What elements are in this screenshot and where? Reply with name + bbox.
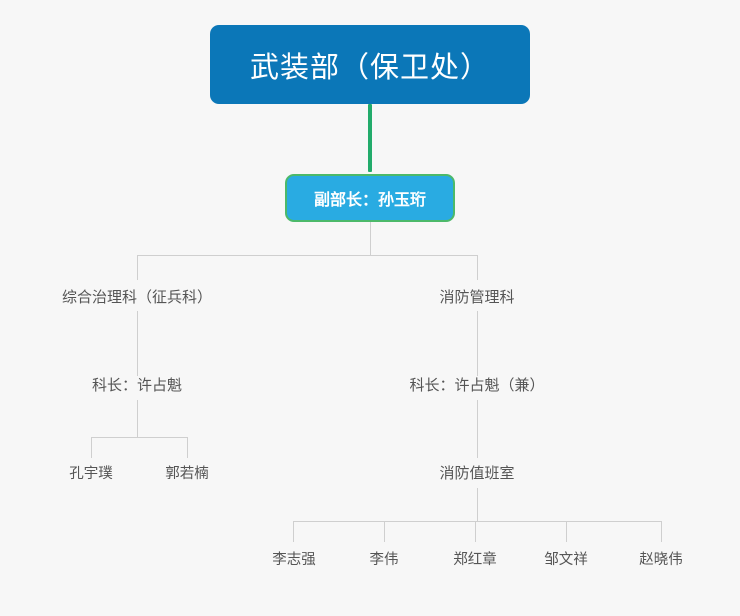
connector-drop-member-2-1: [293, 521, 294, 542]
connector-departments-bar: [137, 255, 478, 256]
connector-dept1-to-chief: [137, 311, 138, 376]
node-member-zheng-hongzhang[interactable]: 郑红章: [453, 552, 497, 568]
connector-chief2-to-duty-room: [477, 400, 478, 458]
node-fire-duty-room[interactable]: 消防值班室: [439, 464, 515, 482]
connector-drop-member-2-5: [661, 521, 662, 542]
connector-deputy-stem: [370, 222, 371, 255]
node-member-guo-ruonan[interactable]: 郭若楠: [165, 466, 209, 482]
connector-drop-member-2-2: [384, 521, 385, 542]
node-member-li-zhiqiang[interactable]: 李志强: [272, 552, 316, 568]
connector-drop-member-1-1: [91, 437, 92, 458]
connector-members-bar-dept1: [91, 437, 188, 438]
node-deputy-director[interactable]: 副部长：孙玉珩: [285, 174, 455, 222]
connector-chief1-stem: [137, 400, 138, 437]
connector-drop-dept-1: [137, 255, 138, 280]
connector-members-bar-dept2: [293, 521, 662, 522]
node-member-zou-wenxiang[interactable]: 邹文祥: [544, 552, 588, 568]
node-member-zhao-xiaowei[interactable]: 赵晓伟: [639, 552, 683, 568]
connector-duty-room-stem: [477, 488, 478, 521]
connector-drop-dept-2: [477, 255, 478, 280]
node-member-li-wei[interactable]: 李伟: [369, 552, 399, 568]
node-chief-fire-management[interactable]: 科长：许占魁（兼）: [409, 376, 545, 394]
connector-root-to-deputy: [368, 104, 372, 172]
node-root-department[interactable]: 武装部（保卫处）: [210, 25, 530, 104]
connector-drop-member-1-2: [187, 437, 188, 458]
connector-drop-member-2-4: [566, 521, 567, 542]
node-department-comprehensive-governance[interactable]: 综合治理科（征兵科）: [61, 288, 213, 306]
connector-drop-member-2-3: [475, 521, 476, 542]
node-member-kong-yupu[interactable]: 孔宇璞: [69, 466, 113, 482]
connector-dept2-to-chief: [477, 311, 478, 376]
node-department-fire-management[interactable]: 消防管理科: [439, 288, 515, 306]
node-chief-comprehensive-governance[interactable]: 科长：许占魁: [91, 376, 183, 394]
